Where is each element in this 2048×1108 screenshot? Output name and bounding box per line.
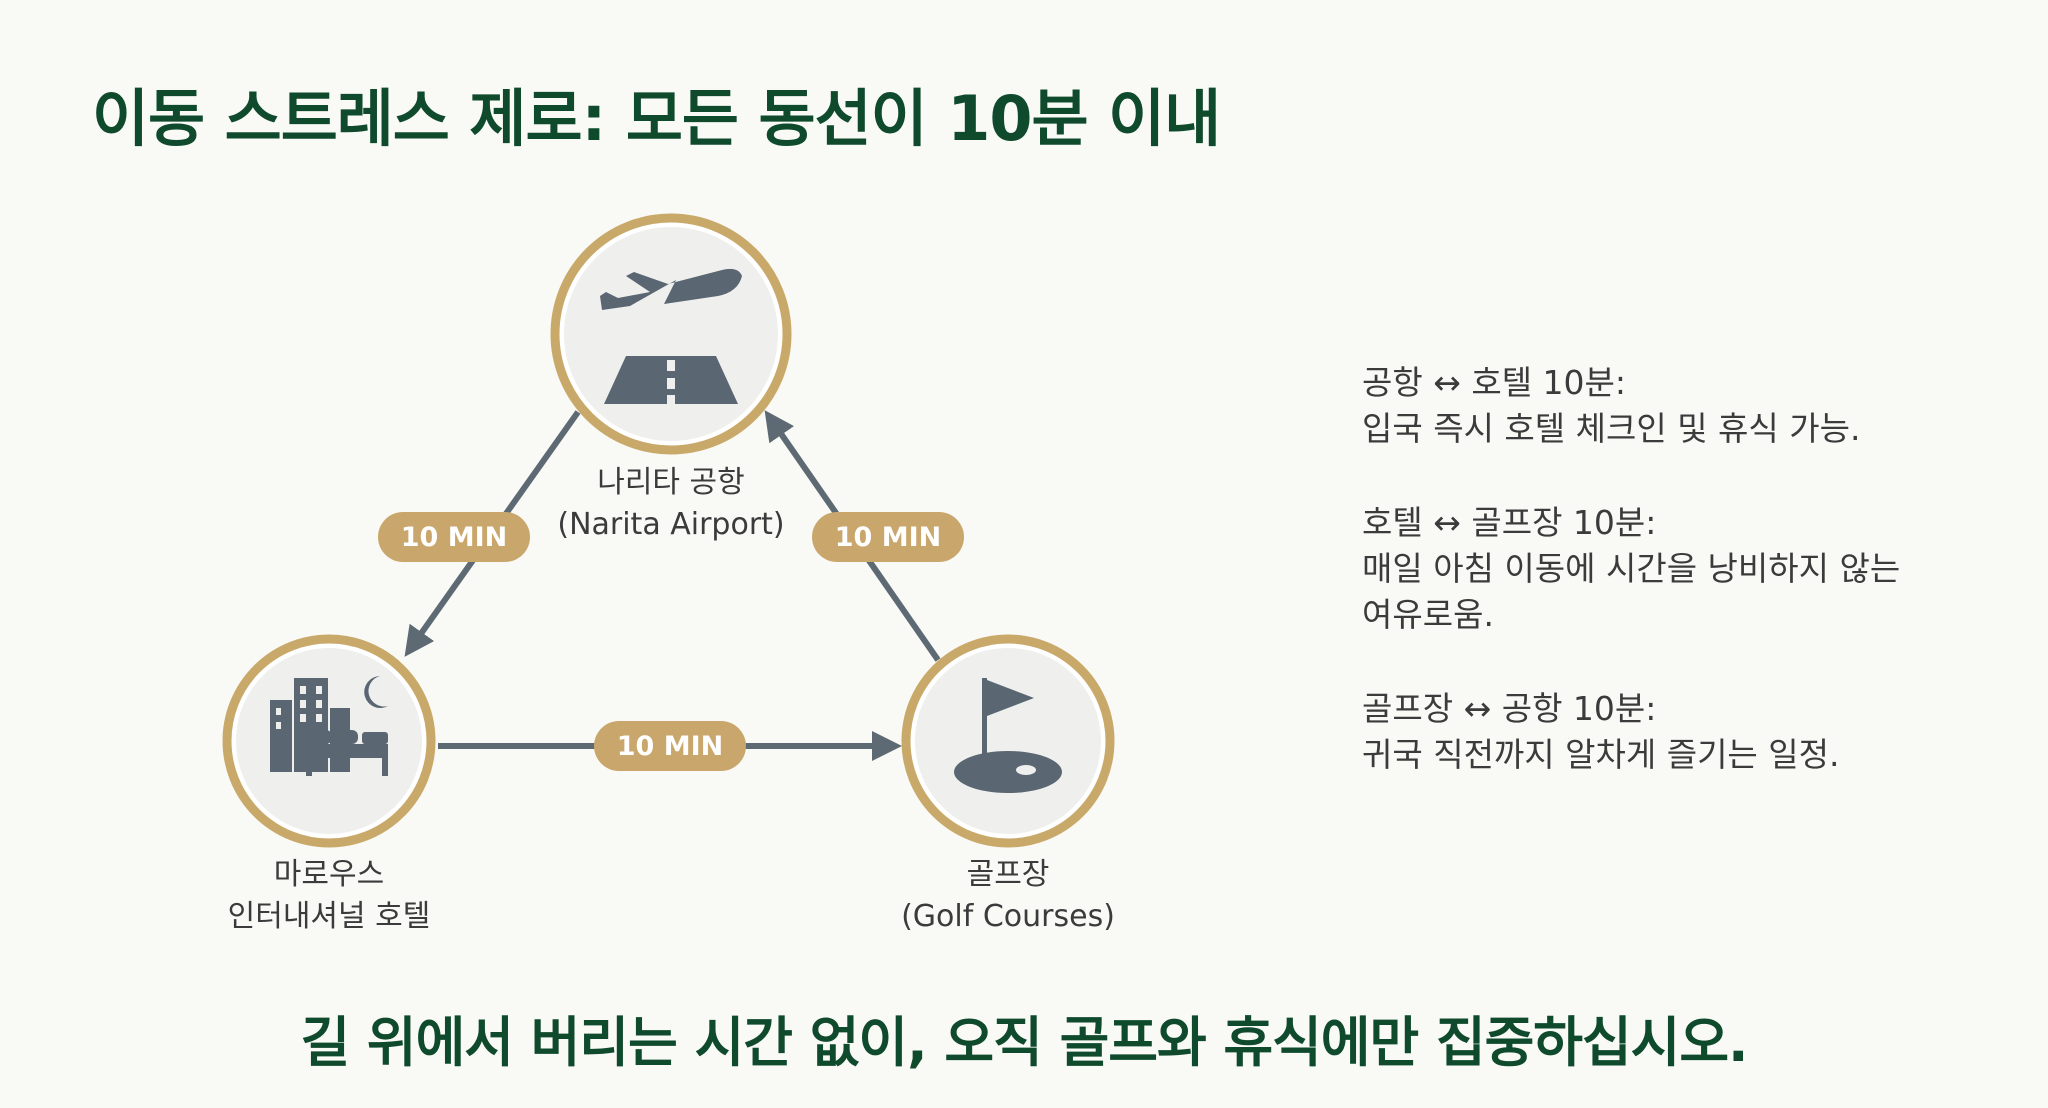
airport-node (550, 213, 792, 455)
hotel-node (222, 634, 436, 848)
hotel-label-line2: 인터내셔널 호텔 (227, 899, 431, 934)
hotel-bed-moon-icon (270, 676, 388, 776)
route-notes: 공항 ↔ 호텔 10분: 입국 즉시 호텔 체크인 및 휴식 가능. 호텔 ↔ … (1362, 360, 1900, 826)
airport-label-en: (Narita Airport) (557, 507, 785, 542)
note-airport-hotel: 공항 ↔ 호텔 10분: 입국 즉시 호텔 체크인 및 휴식 가능. (1362, 360, 1900, 452)
golf-label-en: (Golf Courses) (901, 899, 1115, 934)
airport-label: 나리타 공항 (Narita Airport) (531, 462, 811, 546)
note-heading: 호텔 ↔ 골프장 10분: (1362, 503, 1657, 542)
note-golf-airport: 골프장 ↔ 공항 10분: 귀국 직전까지 알차게 즐기는 일정. (1362, 686, 1900, 778)
hotel-label: 마로우스 인터내셔널 호텔 (189, 854, 469, 938)
note-heading: 골프장 ↔ 공항 10분: (1362, 689, 1657, 728)
golf-label-ko: 골프장 (966, 857, 1050, 892)
hotel-label-line1: 마로우스 (273, 857, 385, 892)
note-line: 여유로움. (1362, 595, 1494, 634)
note-line: 귀국 직전까지 알차게 즐기는 일정. (1362, 735, 1840, 774)
note-line: 매일 아침 이동에 시간을 낭비하지 않는 (1362, 549, 1901, 588)
tagline: 길 위에서 버리는 시간 없이, 오직 골프와 휴식에만 집중하십시오. (300, 1011, 1748, 1074)
note-hotel-golf: 호텔 ↔ 골프장 10분: 매일 아침 이동에 시간을 낭비하지 않는 여유로움… (1362, 500, 1900, 638)
note-heading: 공항 ↔ 호텔 10분: (1362, 363, 1627, 402)
badge-golf-airport: 10 MIN (812, 512, 964, 562)
svg-text:10 MIN: 10 MIN (617, 731, 723, 762)
badge-airport-hotel: 10 MIN (378, 512, 530, 562)
airplane-runway-icon (600, 268, 742, 404)
golf-node (901, 634, 1115, 848)
note-line: 입국 즉시 호텔 체크인 및 휴식 가능. (1362, 409, 1861, 448)
golf-flag-icon (954, 678, 1062, 793)
page-title: 이동 스트레스 제로: 모든 동선이 10분 이내 (92, 82, 1221, 155)
golf-label: 골프장 (Golf Courses) (868, 854, 1148, 938)
badge-hotel-golf: 10 MIN (594, 721, 746, 771)
airport-label-ko: 나리타 공항 (597, 465, 745, 500)
svg-text:10 MIN: 10 MIN (401, 522, 507, 553)
svg-text:10 MIN: 10 MIN (835, 522, 941, 553)
